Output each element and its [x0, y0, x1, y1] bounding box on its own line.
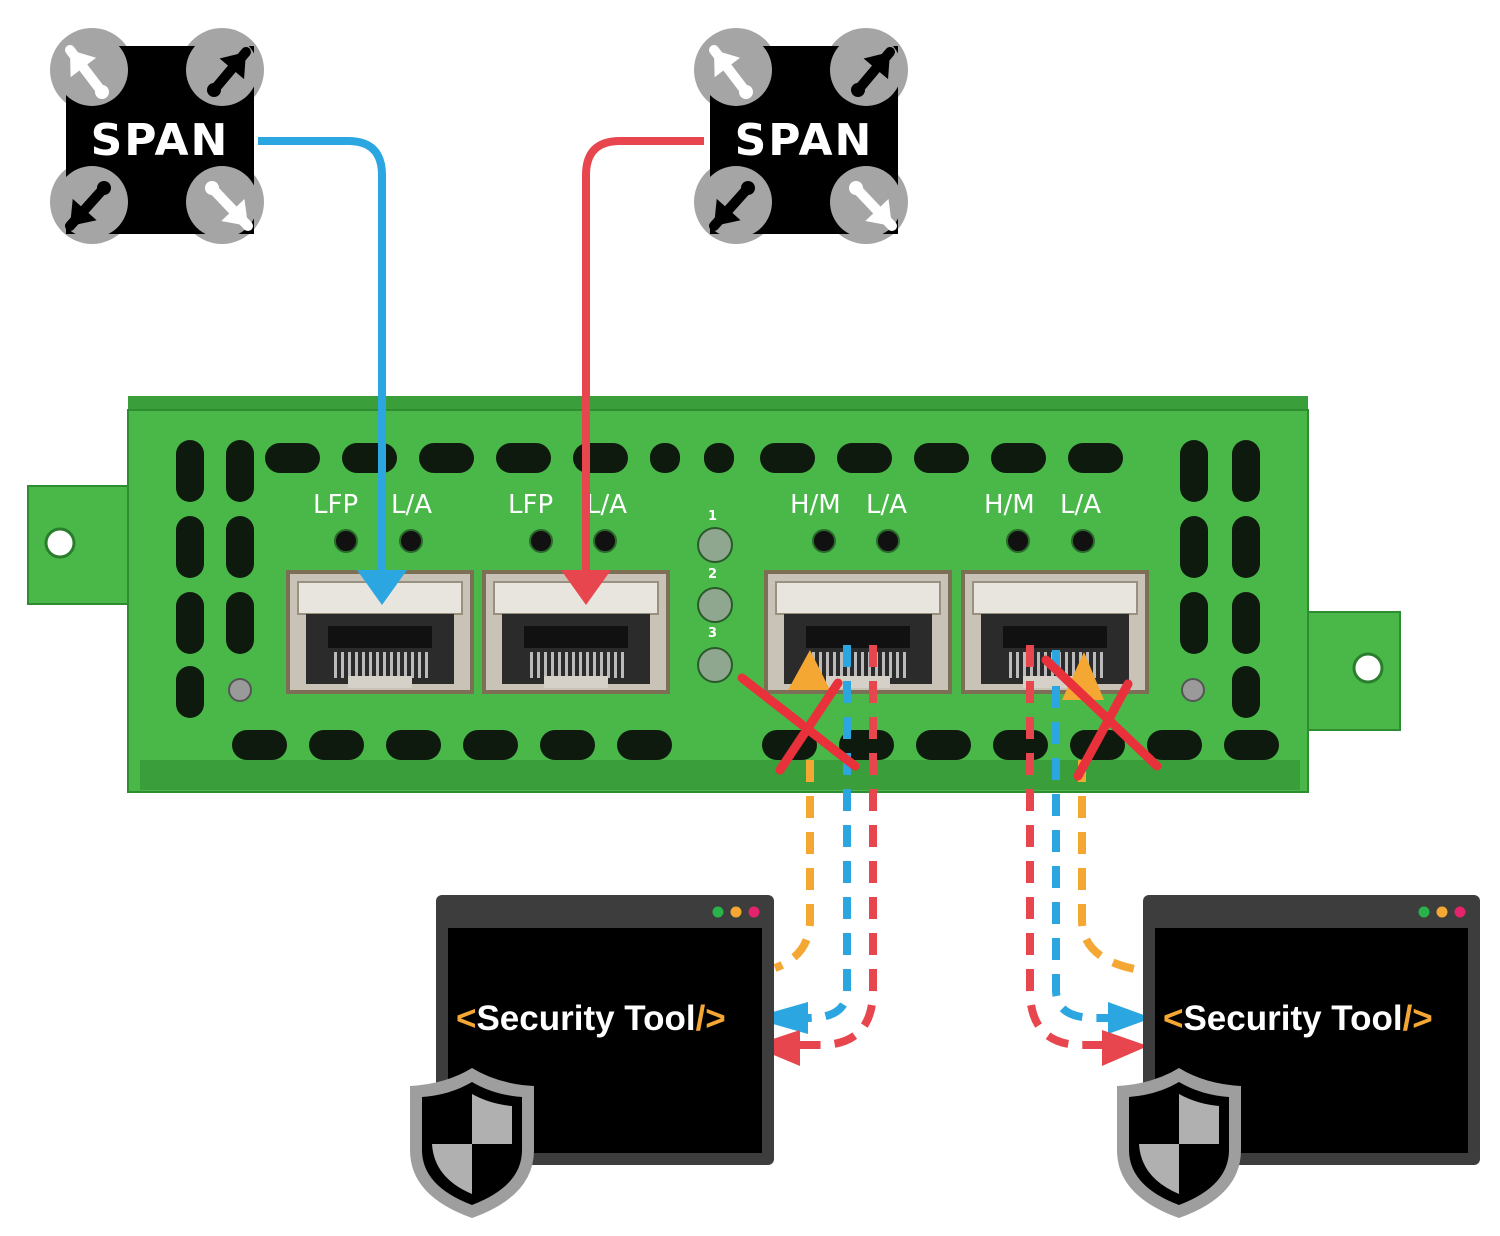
sfp-port-3[interactable]	[764, 570, 952, 694]
shield-icon	[1117, 1068, 1241, 1218]
led-1	[697, 527, 733, 563]
port-4-label-a: H/M	[984, 490, 1035, 520]
span-label-1: SPAN	[91, 115, 230, 166]
sfp-port-2[interactable]	[482, 570, 670, 694]
port-2-label-b: L/A	[586, 490, 627, 520]
port-4-label-b: L/A	[1060, 490, 1101, 520]
led-3	[697, 647, 733, 683]
x-mark-icon	[1041, 655, 1162, 781]
output-marker	[788, 650, 830, 690]
tool-link-right	[1026, 645, 1141, 1049]
port-1-label-a: LFP	[313, 490, 358, 520]
arrow-to-left-tool	[752, 1030, 800, 1066]
port-2-label-a: LFP	[508, 490, 553, 520]
span-connection-red	[561, 137, 704, 605]
screw	[1181, 678, 1205, 702]
span-icon	[694, 28, 908, 244]
port-3-label-b: L/A	[866, 490, 907, 520]
security-tool-right: <Security Tool/>	[1143, 895, 1480, 1165]
led-3-label: 3	[708, 626, 717, 641]
indicator-holes	[334, 529, 1095, 553]
tool-link-left	[773, 645, 877, 1049]
network-device: LFP L/A LFP L/A H/M L/A H/M L/A 1 2 3	[27, 396, 1401, 793]
security-tool-label: <Security Tool/>	[1163, 999, 1433, 1038]
screw	[228, 678, 252, 702]
x-mark-icon	[737, 673, 860, 775]
span-icon	[50, 28, 264, 244]
port-1-label-b: L/A	[391, 490, 432, 520]
security-tool-label: <Security Tool/>	[456, 999, 726, 1038]
shield-icon	[410, 1068, 534, 1218]
arrow-to-right-tool	[1102, 1030, 1148, 1066]
arrow-to-right-tool	[1108, 1002, 1152, 1034]
port-3-label-a: H/M	[790, 490, 841, 520]
led-1-label: 1	[708, 509, 717, 524]
span-connection-blue	[258, 137, 407, 605]
arrow-to-left-tool	[752, 1002, 808, 1034]
led-2	[697, 587, 733, 623]
span-label-2: SPAN	[735, 115, 874, 166]
led-2-label: 2	[708, 567, 717, 582]
